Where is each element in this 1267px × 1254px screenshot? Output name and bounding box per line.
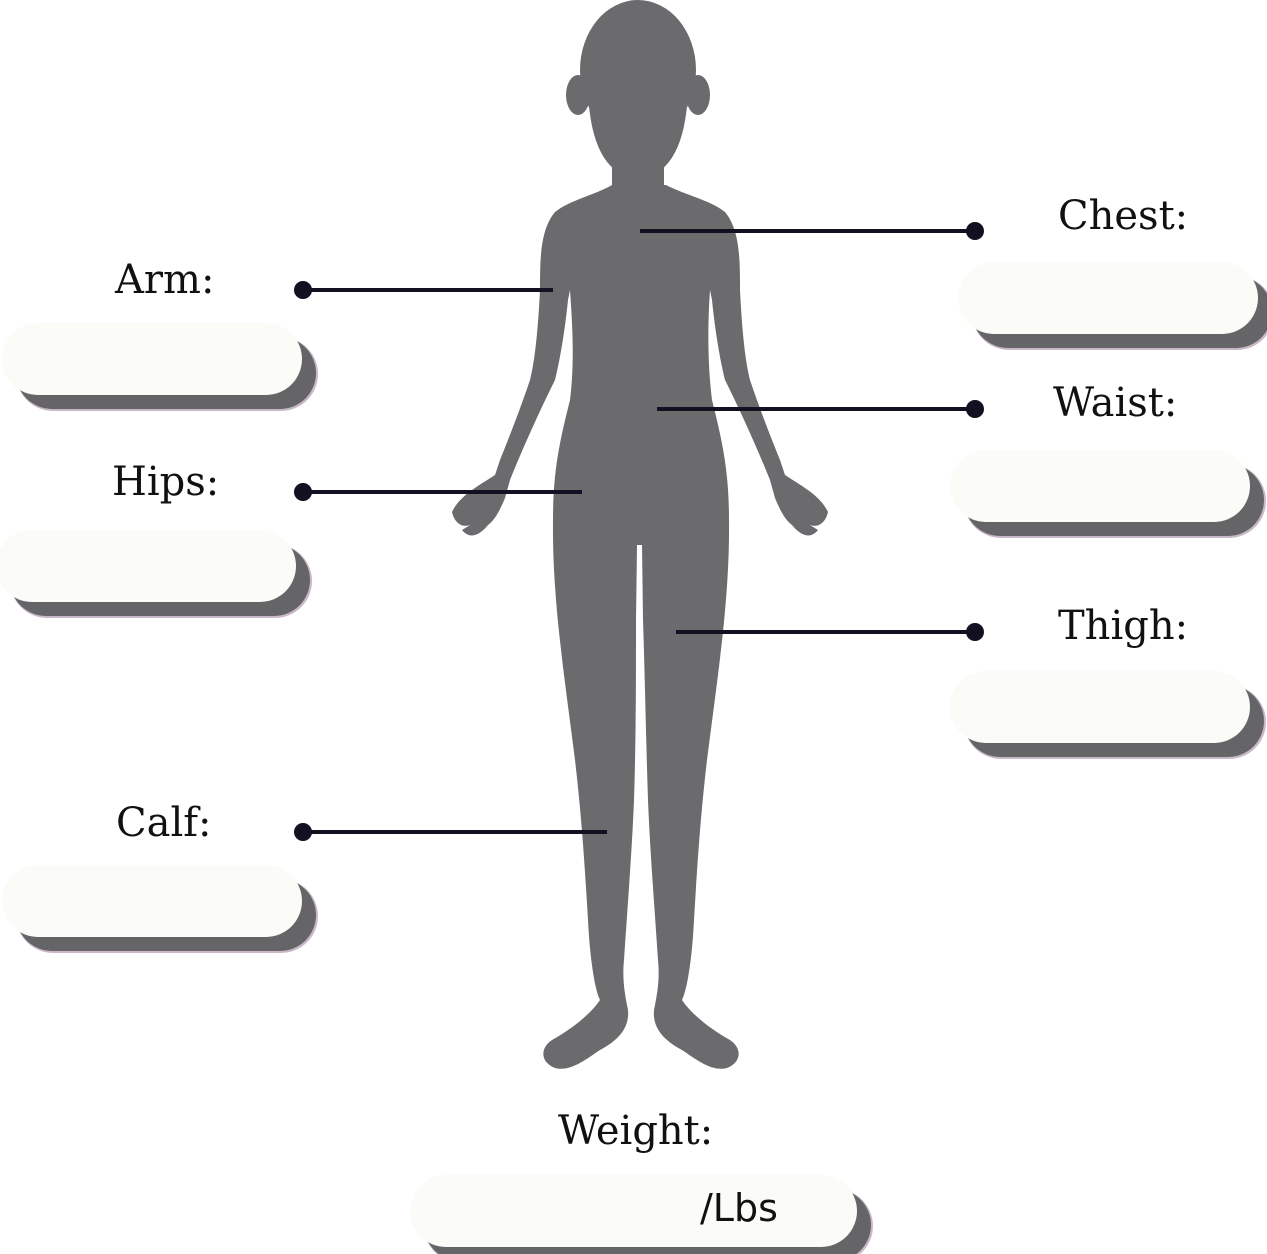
hips-leader-dot xyxy=(296,485,310,499)
hips-field[interactable] xyxy=(0,530,296,602)
thigh-label: Thigh: xyxy=(1058,606,1188,646)
waist-leader-dot xyxy=(968,402,982,416)
waist-label: Waist: xyxy=(1053,383,1177,423)
chest-field[interactable] xyxy=(958,262,1258,334)
weight-unit-label: /Lbs xyxy=(700,1189,778,1227)
human-body-silhouette-icon xyxy=(452,0,828,1069)
waist-field[interactable] xyxy=(950,450,1250,522)
arm-leader-dot xyxy=(296,283,310,297)
calf-leader-dot xyxy=(296,825,310,839)
hips-label: Hips: xyxy=(112,462,219,502)
thigh-field[interactable] xyxy=(950,671,1250,743)
chest-leader-dot xyxy=(968,224,982,238)
weight-label: Weight: xyxy=(558,1111,713,1151)
thigh-leader-dot xyxy=(968,625,982,639)
arm-field[interactable] xyxy=(2,323,302,395)
arm-label: Arm: xyxy=(115,260,214,300)
calf-field[interactable] xyxy=(2,865,302,937)
calf-label: Calf: xyxy=(116,803,212,843)
weight-field[interactable] xyxy=(410,1175,857,1247)
chest-label: Chest: xyxy=(1058,196,1188,236)
